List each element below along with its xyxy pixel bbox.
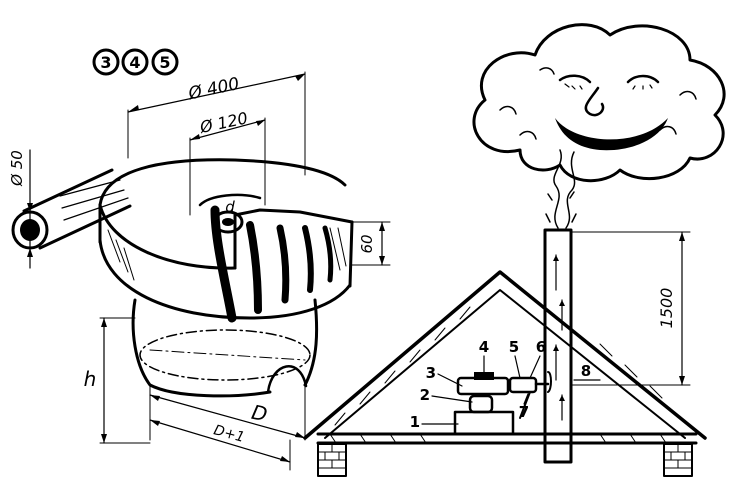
dimension-D: D bbox=[149, 384, 306, 441]
roof bbox=[303, 270, 707, 440]
dimension-ring-height: 60 bbox=[349, 221, 391, 266]
callout-5: 5 bbox=[509, 338, 519, 356]
callout-7: 7 bbox=[519, 403, 529, 421]
callout-2: 2 bbox=[420, 386, 430, 404]
dimension-D-plus: D+1 bbox=[149, 419, 291, 471]
dimension-h: h bbox=[84, 317, 151, 444]
callout-8: 8 bbox=[581, 362, 591, 380]
callout-leaders bbox=[421, 355, 601, 425]
spiral-section bbox=[210, 205, 334, 323]
callout-1: 1 bbox=[410, 413, 420, 431]
label-inner-diameter: Ø 120 bbox=[197, 108, 249, 137]
badge-3: 3 bbox=[100, 53, 111, 72]
attic-floor bbox=[316, 432, 698, 445]
inlet-pipe bbox=[11, 168, 132, 250]
callout-6: 6 bbox=[536, 338, 546, 356]
cyclone-body bbox=[98, 158, 354, 323]
label-ring-height: 60 bbox=[358, 234, 376, 253]
smoke-plume bbox=[545, 149, 577, 229]
badge-5: 5 bbox=[159, 53, 170, 72]
figure-badges: 3 4 5 bbox=[92, 48, 179, 76]
separator-drawing: 3 4 5 bbox=[8, 48, 391, 471]
label-chimney-height: 1500 bbox=[657, 288, 676, 329]
attic-equipment bbox=[453, 371, 552, 436]
smiling-cloud bbox=[472, 23, 726, 183]
brick-wall-right bbox=[663, 443, 693, 477]
label-D-plus: D+1 bbox=[212, 422, 246, 446]
badge-4: 4 bbox=[129, 53, 140, 72]
chimney bbox=[543, 228, 573, 464]
callout-numbers: 1 2 3 4 5 6 7 8 bbox=[410, 338, 592, 431]
label-outer-diameter: Ø 400 bbox=[186, 74, 241, 104]
dimension-chimney-height: 1500 bbox=[570, 231, 691, 386]
label-d: d bbox=[225, 198, 235, 216]
label-D: D bbox=[249, 400, 269, 427]
callout-3: 3 bbox=[426, 364, 436, 382]
attic-drawing: 1500 bbox=[303, 23, 726, 477]
dimension-pipe-diameter: Ø 50 bbox=[8, 149, 33, 269]
label-pipe-diameter: Ø 50 bbox=[8, 150, 26, 187]
brick-wall-left bbox=[317, 443, 347, 477]
callout-4: 4 bbox=[479, 338, 489, 356]
label-h: h bbox=[84, 367, 97, 391]
